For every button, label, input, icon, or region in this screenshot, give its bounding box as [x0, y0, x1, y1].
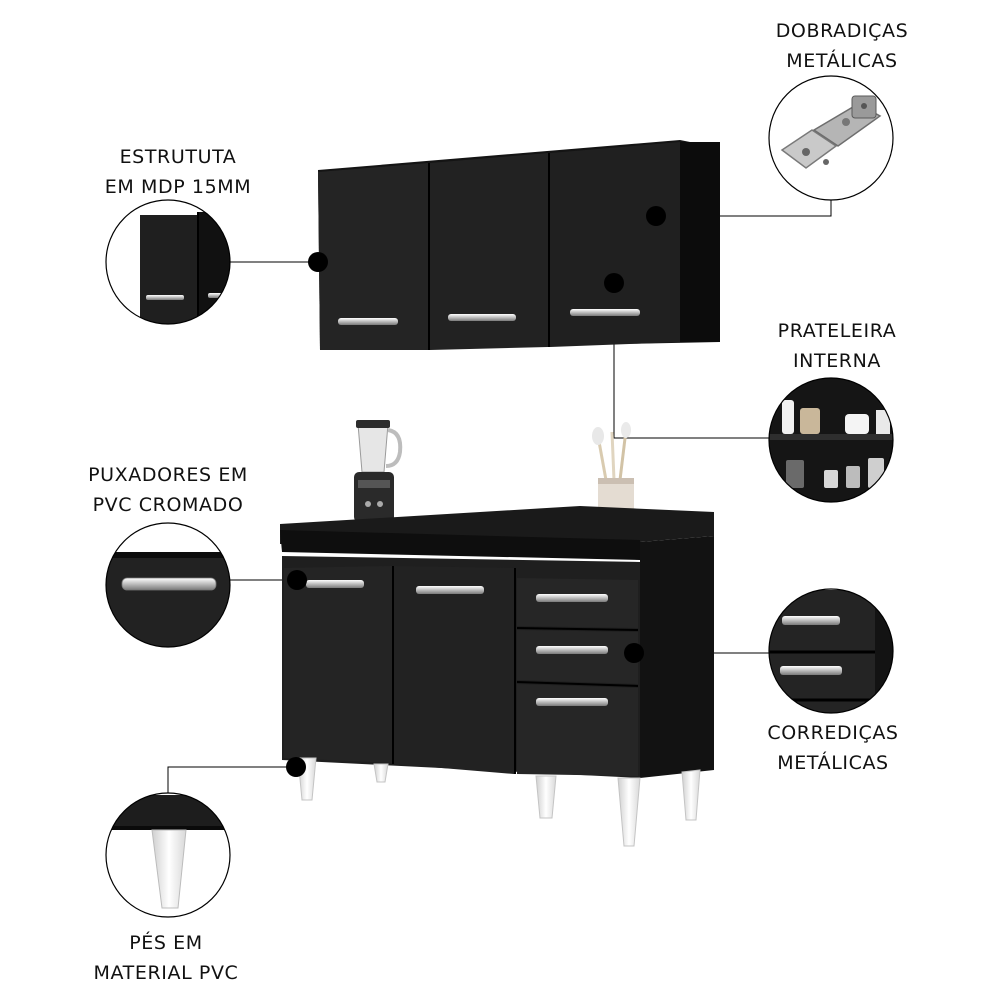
label-structure-line2: EM MDP 15MM	[104, 176, 252, 198]
label-slides-line1: CORREDIÇAS	[767, 722, 899, 744]
label-hinges-line1: DOBRADIÇAS	[775, 20, 909, 42]
label-hinges-line2: METÁLICAS	[786, 50, 898, 72]
label-handles-line1: PUXADORES EM	[88, 464, 248, 486]
detail-hinge	[768, 75, 894, 201]
wall-cabinet	[318, 140, 720, 350]
label-shelf-line2: INTERNA	[792, 350, 882, 372]
wall-handle-1	[338, 318, 398, 325]
drawer-handle-2	[536, 646, 608, 654]
label-feet: PÉS EM MATERIAL PVC	[66, 928, 266, 988]
drawer-handle-1	[536, 594, 608, 602]
label-handles-line2: PVC CROMADO	[92, 494, 244, 516]
label-shelf-line1: PRATELEIRA	[777, 320, 897, 342]
base-handle-center	[416, 586, 484, 594]
label-feet-line1: PÉS EM	[129, 932, 203, 954]
label-shelf: PRATELEIRA INTERNA	[737, 316, 937, 376]
detail-handle	[105, 522, 231, 648]
label-handles: PUXADORES EM PVC CROMADO	[68, 460, 268, 520]
detail-slides	[768, 588, 894, 714]
blender	[354, 420, 403, 522]
detail-foot	[105, 792, 231, 918]
label-slides-line2: METÁLICAS	[777, 752, 889, 774]
detail-shelf	[768, 377, 894, 503]
label-feet-line2: MATERIAL PVC	[93, 962, 239, 984]
label-hinges: DOBRADIÇAS METÁLICAS	[742, 16, 942, 76]
base-handle-left	[306, 580, 364, 588]
label-structure: ESTRUTUTA EM MDP 15MM	[78, 142, 278, 202]
drawer-handle-3	[536, 698, 608, 706]
base-cabinet	[280, 506, 714, 778]
callout-markers	[286, 206, 666, 777]
wall-handle-2	[448, 314, 516, 321]
label-slides: CORREDIÇAS METÁLICAS	[733, 718, 933, 778]
wall-handle-3	[570, 309, 640, 316]
detail-structure	[105, 199, 231, 325]
label-structure-line1: ESTRUTUTA	[119, 146, 237, 168]
